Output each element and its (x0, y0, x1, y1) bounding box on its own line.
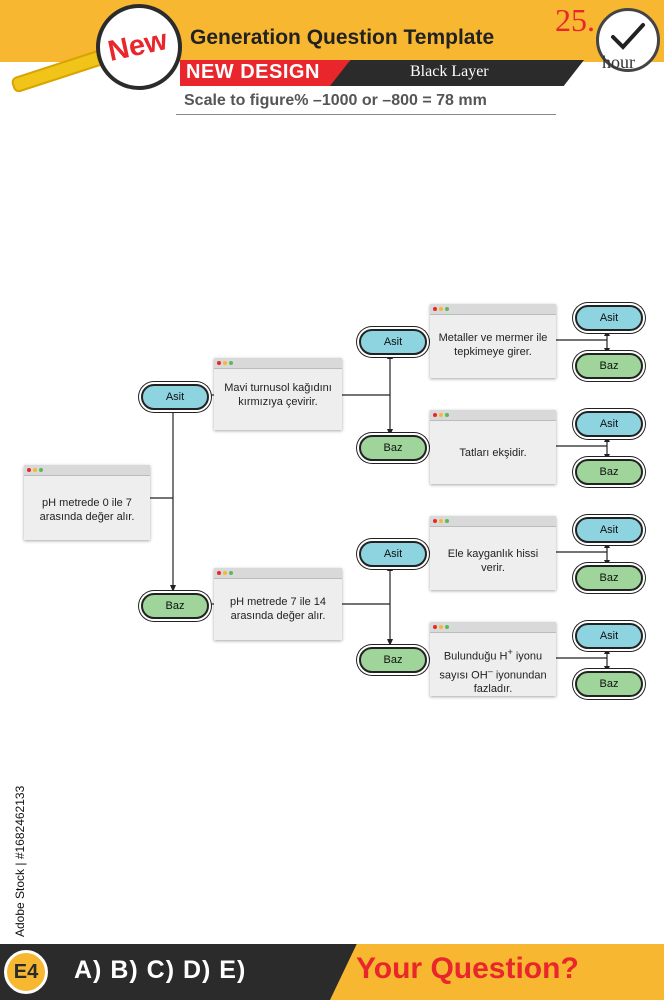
card-l2-3-text: Ele kayganlık hissi verir. (430, 527, 556, 579)
card-l2-1-text: Metaller ve mermer ile tepkimeye girer. (430, 315, 556, 363)
your-question-label: Your Question? (356, 952, 579, 986)
stock-id: Adobe Stock | #1682462133 (13, 757, 27, 937)
leaf-acid-2: Asit (575, 411, 643, 437)
base-node-l2-a: Baz (359, 435, 427, 461)
card-l2-2-text: Tatları ekşidir. (430, 421, 556, 464)
root-text: pH metrede 0 ile 7 arasında değer alır. (24, 476, 150, 528)
card-l2-1: Metaller ve mermer ile tepkimeye girer. (430, 304, 556, 378)
window-bar (430, 622, 556, 633)
leaf-base-2: Baz (575, 459, 643, 485)
window-bar (214, 568, 342, 579)
root-card: pH metrede 0 ile 7 arasında değer alır. (24, 465, 150, 540)
answer-choices: A) B) C) D) E) (74, 956, 246, 985)
card-l2-3: Ele kayganlık hissi verir. (430, 516, 556, 590)
base-card-l1: pH metrede 7 ile 14 arasında değer alır. (214, 568, 342, 640)
acid-card-l1-text: Mavi turnusol kağıdını kırmızıya çevirir… (214, 369, 342, 413)
base-card-l1-text: pH metrede 7 ile 14 arasında değer alır. (214, 579, 342, 627)
acid-node-l2-b: Asit (359, 541, 427, 567)
card-l2-4-text: Bulunduğu H+ iyonu sayısı OH– iyonundan … (430, 633, 556, 700)
card-l2-4: Bulunduğu H+ iyonu sayısı OH– iyonundan … (430, 622, 556, 696)
leaf-acid-4: Asit (575, 623, 643, 649)
acid-node-l2-a: Asit (359, 329, 427, 355)
leaf-acid-3: Asit (575, 517, 643, 543)
leaf-base-3: Baz (575, 565, 643, 591)
acid-node-l1: Asit (141, 384, 209, 410)
card-l2-2: Tatları ekşidir. (430, 410, 556, 484)
acid-card-l1: Mavi turnusol kağıdını kırmızıya çevirir… (214, 358, 342, 430)
leaf-base-4: Baz (575, 671, 643, 697)
window-bar (214, 358, 342, 369)
window-bar (430, 410, 556, 421)
leaf-acid-1: Asit (575, 305, 643, 331)
window-bar (430, 516, 556, 527)
leaf-base-1: Baz (575, 353, 643, 379)
window-bar (430, 304, 556, 315)
window-bar (24, 465, 150, 476)
base-node-l2-b: Baz (359, 647, 427, 673)
base-node-l1: Baz (141, 593, 209, 619)
footer-badge: E4 (4, 950, 48, 994)
